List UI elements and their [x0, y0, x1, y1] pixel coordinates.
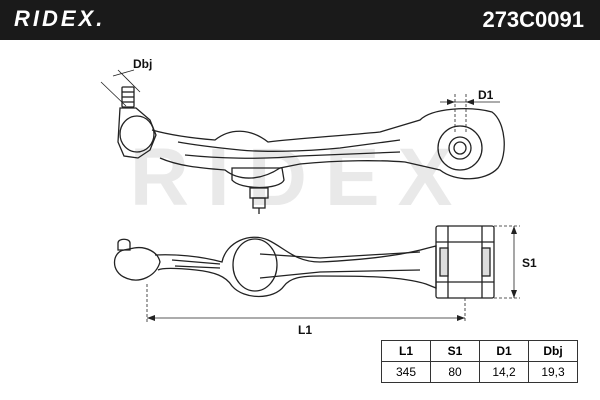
spec-table: L1 S1 D1 Dbj 345 80 14,2 19,3 — [381, 340, 578, 383]
part-number: 273C0091 — [482, 7, 584, 32]
label-d1: D1 — [478, 88, 494, 102]
bushing-eye-inner — [448, 136, 472, 160]
spec-header-dbj: Dbj — [528, 340, 578, 362]
spec-value-s1: 80 — [430, 361, 480, 383]
spec-table-value-row: 345 80 14,2 19,3 — [381, 361, 578, 383]
spec-value-d1: 14,2 — [479, 361, 529, 383]
watermark-text: RIDEX — [130, 132, 471, 223]
arm-body-top — [151, 108, 505, 180]
spec-table-header-row: L1 S1 D1 Dbj — [381, 340, 578, 362]
spec-header-s1: S1 — [430, 340, 480, 362]
arm-body-side — [154, 236, 437, 298]
label-dbj: Dbj — [133, 57, 152, 71]
spec-value-dbj: 19,3 — [528, 361, 578, 383]
spec-value-l1: 345 — [381, 361, 431, 383]
brand-logo: RIDEX. — [14, 6, 106, 31]
control-arm-side-view — [113, 225, 495, 299]
spec-header-l1: L1 — [381, 340, 431, 362]
header-bar: RIDEX. 273C0091 — [0, 0, 600, 40]
side-ball-stud — [117, 238, 131, 251]
side-ball-housing — [113, 246, 161, 281]
label-s1: S1 — [522, 256, 537, 270]
label-l1: L1 — [298, 323, 312, 337]
lower-stud-housing — [231, 167, 285, 189]
spec-header-d1: D1 — [479, 340, 529, 362]
control-arm-top-view — [117, 86, 505, 214]
bushing-eye-outer — [437, 125, 483, 171]
technical-drawing: RIDEX — [100, 57, 537, 337]
ball-joint-head — [117, 107, 157, 159]
